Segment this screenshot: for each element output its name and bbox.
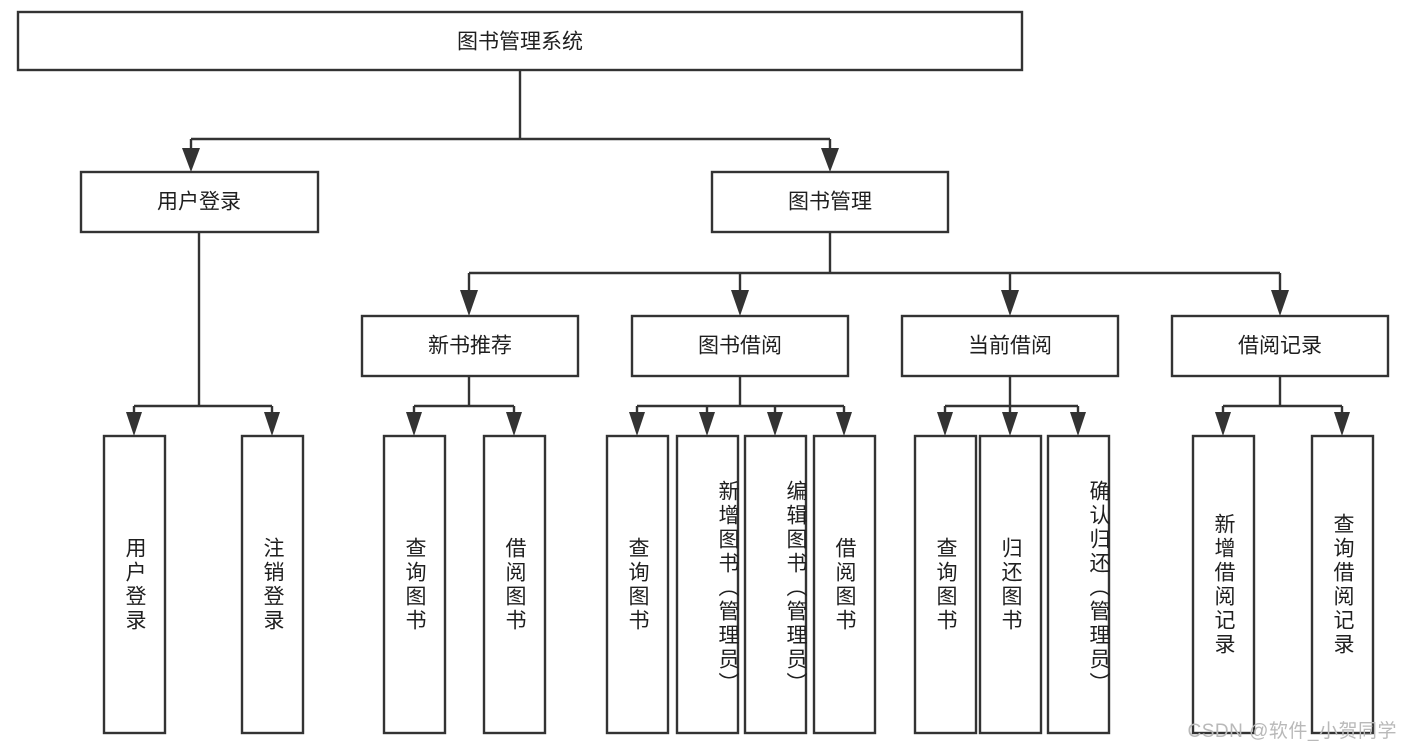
node-user-login-box[interactable]: [79, 170, 320, 234]
connector-newbook-to-leaves: [406, 376, 522, 436]
node-root-label: 图书管理系统: [457, 31, 583, 54]
csdn-watermark: CSDN @软件_小贺同学: [1187, 721, 1397, 742]
node-current-borrow-label: 当前借阅: [968, 335, 1052, 358]
leaf-box-add-borrow-record[interactable]: [1191, 434, 1256, 735]
node-book-borrow-box[interactable]: [630, 314, 850, 378]
leaf-box-return-book[interactable]: [978, 434, 1043, 735]
leaf-box-query-book-1[interactable]: [382, 434, 447, 735]
leaf-box-query-book-2[interactable]: [605, 434, 670, 735]
leaf-box-logout[interactable]: [240, 434, 305, 735]
connector-bookborrow-to-leaves: [629, 376, 852, 436]
connector-borrowrecord-to-leaves: [1215, 376, 1350, 436]
node-new-book-recommend-label: 新书推荐: [428, 335, 512, 358]
leaf-box-borrow-book-2[interactable]: [812, 434, 877, 735]
connector-bookmgmt-to-level3: [460, 232, 1289, 316]
connector-root-to-level2: [182, 70, 839, 172]
node-new-book-recommend-box[interactable]: [360, 314, 580, 378]
node-borrow-record-label: 借阅记录: [1238, 335, 1322, 358]
leaf-box-user-login[interactable]: [102, 434, 167, 735]
connector-userlogin-to-leaves: [126, 232, 280, 436]
leaf-box-edit-book-admin[interactable]: [743, 434, 808, 735]
node-user-login-label: 用户登录: [157, 191, 241, 214]
connector-currentborrow-to-leaves: [937, 376, 1086, 436]
node-book-management-label: 图书管理: [788, 191, 872, 214]
node-borrow-record-box[interactable]: [1170, 314, 1390, 378]
leaf-box-borrow-book-1[interactable]: [482, 434, 547, 735]
node-current-borrow-box[interactable]: [900, 314, 1120, 378]
leaf-box-confirm-return-admin[interactable]: [1046, 434, 1111, 735]
node-root-box[interactable]: [16, 10, 1024, 72]
node-book-management-box[interactable]: [710, 170, 950, 234]
leaf-box-query-borrow-record[interactable]: [1310, 434, 1375, 735]
leaf-box-query-book-3[interactable]: [913, 434, 978, 735]
node-book-borrow-label: 图书借阅: [698, 335, 782, 358]
leaf-box-add-book-admin[interactable]: [675, 434, 740, 735]
